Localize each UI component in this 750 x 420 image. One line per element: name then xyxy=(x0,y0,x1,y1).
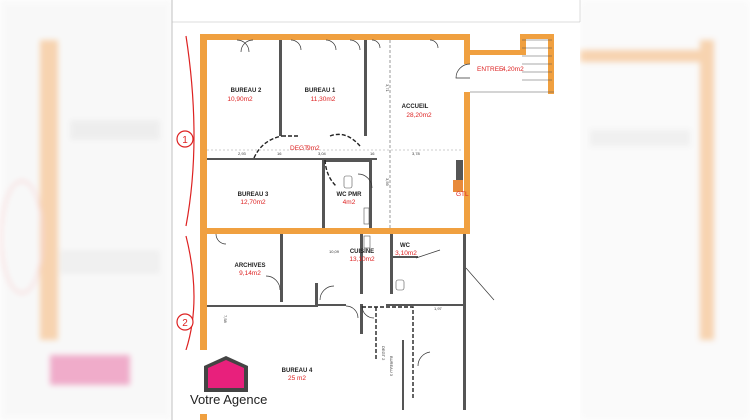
agency-name: Votre Agence xyxy=(190,392,268,407)
room-name-wcpmr: WC PMR xyxy=(337,192,363,198)
axis-lines xyxy=(176,35,195,351)
blurred-block xyxy=(590,130,690,146)
room-name-bureau4: BUREAU 4 xyxy=(282,368,313,374)
room-area-bureau4: 25 m2 xyxy=(288,375,306,382)
entrance-stairs xyxy=(470,39,554,93)
dashed-openings xyxy=(253,133,414,400)
dimension-label: 16 xyxy=(277,151,282,156)
vertical-label-degt: DEGT 2 xyxy=(381,346,386,361)
fixtures xyxy=(207,40,463,291)
sink-fixture xyxy=(363,235,371,249)
dimension-label: 3,04 xyxy=(318,151,327,156)
vertical-label-bureau: BUREAU 3 xyxy=(389,356,394,377)
dimension-label: 16 xyxy=(370,151,375,156)
interior-walls xyxy=(207,40,466,410)
house-logo-icon xyxy=(204,356,248,392)
toilet-fixture xyxy=(395,279,405,291)
blurred-wall xyxy=(40,40,58,340)
blurred-wall xyxy=(580,50,710,62)
dimension-label: 1,97 xyxy=(434,306,443,311)
dimension-label: 3,78 xyxy=(412,151,421,156)
room-name-degt: DEGT xyxy=(290,145,308,152)
blurred-block xyxy=(60,250,160,274)
room-name-wc: WC xyxy=(400,243,411,249)
dimension-label: 7,58 xyxy=(223,315,228,324)
room-name-bureau1: BUREAU 1 xyxy=(305,88,336,94)
room-name-bureau2: BUREAU 2 xyxy=(231,88,262,94)
room-area-bureau2: 10,90m2 xyxy=(227,96,253,103)
room-area-bureau1: 11,30m2 xyxy=(311,96,336,103)
room-area-entree: 4,20m2 xyxy=(502,66,524,73)
gtl-label: GTL xyxy=(456,191,469,198)
sink-fixture xyxy=(363,207,370,225)
room-name-bureau3: BUREAU 3 xyxy=(238,192,269,198)
door-swings xyxy=(215,39,495,367)
room-area-wc: 3,10m2 xyxy=(395,250,417,257)
blurred-block xyxy=(70,120,160,140)
gtl-box xyxy=(453,180,463,192)
room-area-degt: 9m2 xyxy=(307,145,320,152)
agency-logo: Votre Agence xyxy=(176,350,276,414)
room-area-cuisine: 13,10m2 xyxy=(349,256,375,263)
room-area-archives: 9,14m2 xyxy=(239,270,261,277)
blurred-wall xyxy=(700,40,714,340)
dimension-label: 10,09 xyxy=(329,249,340,254)
axis-label-2: 2 xyxy=(182,318,188,329)
room-name-accueil: ACCUEIL xyxy=(402,104,429,110)
room-area-bureau3: 12,70m2 xyxy=(240,199,266,206)
dimension-label: 3,59 xyxy=(385,178,390,187)
room-area-accueil: 28,20m2 xyxy=(406,112,432,119)
toilet-fixture xyxy=(343,175,353,189)
room-area-wcpmr: 4m2 xyxy=(343,199,356,206)
dimension-label: 2,93 xyxy=(238,151,247,156)
dimension-label: 3,71 xyxy=(385,84,390,93)
axis-label-1: 1 xyxy=(182,135,188,146)
room-name-archives: ARCHIVES xyxy=(234,263,265,269)
blurred-background-right xyxy=(580,0,750,420)
room-name-entree: ENTREE xyxy=(477,66,504,73)
blurred-arc xyxy=(0,180,44,294)
blurred-background-left xyxy=(0,0,172,420)
blurred-logo xyxy=(50,355,130,385)
room-name-cuisine: CUISINE xyxy=(350,249,374,255)
